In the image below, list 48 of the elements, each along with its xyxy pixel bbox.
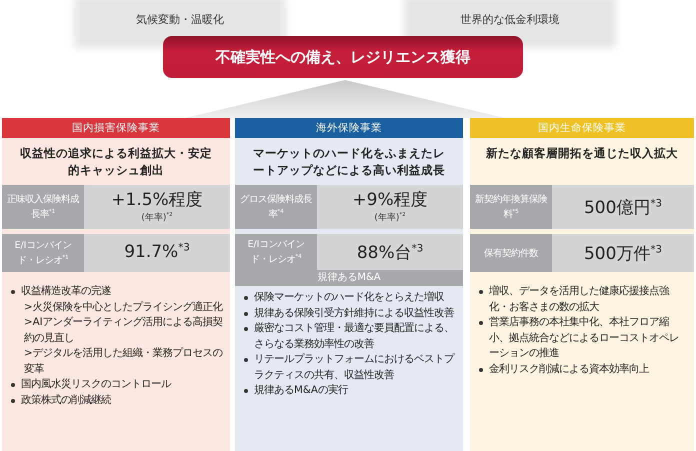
metric-row	[470, 234, 694, 272]
metric-note: (年率)$^{*2}$	[373, 211, 407, 224]
context-box: 気候変動・温暖化	[80, 2, 280, 42]
metric-value: 500億円$^{*3}$	[582, 197, 664, 219]
bullet-item: 保険マーケットのハード化をとらえた増収	[243, 290, 457, 306]
section-header: 国内生命保険事業	[470, 118, 694, 138]
panel-subtitle: 収益性の追求による利益拡大・安定的キャッシュ創出	[19, 145, 213, 179]
metric-row	[470, 185, 694, 229]
metric-note: (年率)$^{*2}$	[140, 211, 174, 224]
metric-row	[2, 234, 230, 272]
goal-box: 不確実性への備え、レジリエンス獲得	[163, 36, 523, 78]
bullet-item: 金利リスク削減による資本効率向上	[478, 362, 688, 377]
bullet-item: 営業店事務の本社集中化、本社フロア縮小、拠点統合などによるローコストオペレーションの推進	[478, 315, 688, 362]
metric-value: 91.7%$^{*3}$	[123, 242, 191, 262]
section-header: 国内損害保険事業	[2, 118, 230, 138]
business-panel	[470, 118, 694, 451]
metric-row	[235, 234, 463, 270]
metric-label: 正味収入保険料成長率$^{*1}$	[7, 192, 79, 222]
bullet-item: 収益構造改革の完遂	[10, 284, 224, 300]
metric-label: E/Iコンバインド・レシオ$^{*4}$	[246, 238, 306, 266]
metric-label: 保有契約件数	[484, 246, 538, 260]
bullet-item: 厳密なコスト管理・最適な要員配置による、さらなる業務効率性の改善	[243, 321, 457, 352]
bullet-item: 増収、データを活用した健康応援接点強化・お客さまの数の拡大	[478, 284, 688, 315]
metric-row	[235, 185, 463, 229]
bullet-item: 国内風水災リスクのコントロール	[10, 377, 224, 392]
metric-label: 新契約年換算保険料$^{*5}$	[475, 192, 547, 222]
panel-subtitle: 新たな顧客層開拓を通じた収入拡大	[485, 145, 679, 162]
metric-row	[2, 185, 230, 229]
metric-value: 500万件$^{*3}$	[582, 243, 664, 265]
metric-value: 88%台$^{*3}$	[356, 242, 424, 264]
sub-bullet-item: >デジタルを活用した組織・業務プロセスの変革	[23, 346, 224, 376]
business-panel	[235, 118, 463, 451]
metric-label: E/Iコンバインド・レシオ$^{*1}$	[14, 238, 72, 268]
sub-bullet-item: >火災保険を中心としたプライシング適正化	[23, 300, 224, 314]
bullet-item: 規律ある保険引受方針維持による収益性改善	[243, 306, 457, 321]
metric-value: +1.5%程度	[110, 189, 204, 211]
metric-label: グロス保険料成長率$^{*4}$	[240, 192, 312, 222]
subsection-band: 規律あるM&A	[235, 270, 463, 286]
section-header: 海外保険事業	[235, 118, 463, 138]
bullet-item: 政策株式の削減継続	[10, 392, 224, 408]
bullet-item: リテールプラットフォームにおけるベストプラクティスの共有、収益性改善	[243, 352, 457, 383]
spotlight-shape	[185, 80, 505, 118]
context-box: 世界的な低金利環境	[410, 2, 610, 42]
metric-value: +9%程度	[351, 189, 429, 211]
bullet-item: 規律あるM&Aの実行	[243, 383, 457, 398]
sub-bullet-item: >AIアンダーライティング活用による高損契約の見直し	[23, 315, 224, 346]
panel-subtitle: マーケットのハード化をふまえたレートアップなどによる高い利益成長	[252, 145, 446, 179]
business-panel	[2, 118, 230, 451]
